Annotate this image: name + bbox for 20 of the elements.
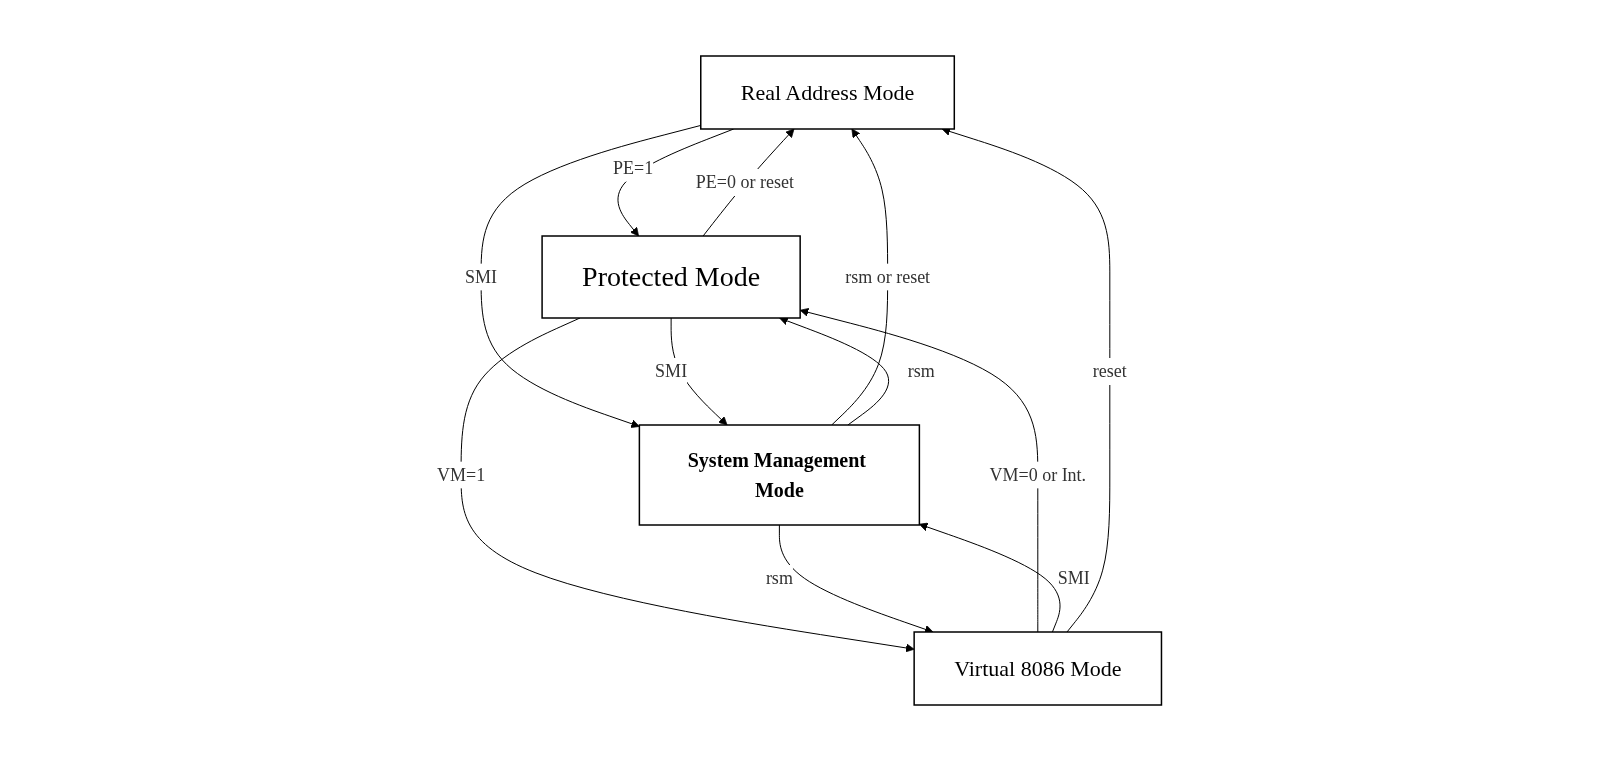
node-box: Protected Mode [541, 234, 801, 319]
arrow [799, 307, 1039, 632]
edge-label: PE=1 [612, 157, 653, 178]
edge-label: VM=1 [436, 464, 485, 484]
arrow [918, 522, 1061, 632]
edge-label: reset [1092, 360, 1127, 381]
edge-label: SMI [654, 360, 687, 381]
node-box: Virtual 8086 Mode [913, 630, 1162, 706]
edge-label: rsm or reset [844, 266, 930, 286]
node-box: System Management Mode [638, 423, 920, 526]
edge-label: VM=0 or Int. [989, 464, 1086, 484]
arrow [830, 128, 888, 425]
edge-label: SMI [1057, 567, 1090, 588]
edge-label: rsm [765, 567, 793, 588]
edge-label: rsm [907, 360, 935, 381]
edge-label: PE=0 or reset [695, 171, 794, 192]
arrow [480, 124, 702, 428]
arrow [778, 316, 889, 425]
node-box: Real Address Mode [699, 54, 955, 130]
edge-label: SMI [464, 266, 497, 286]
